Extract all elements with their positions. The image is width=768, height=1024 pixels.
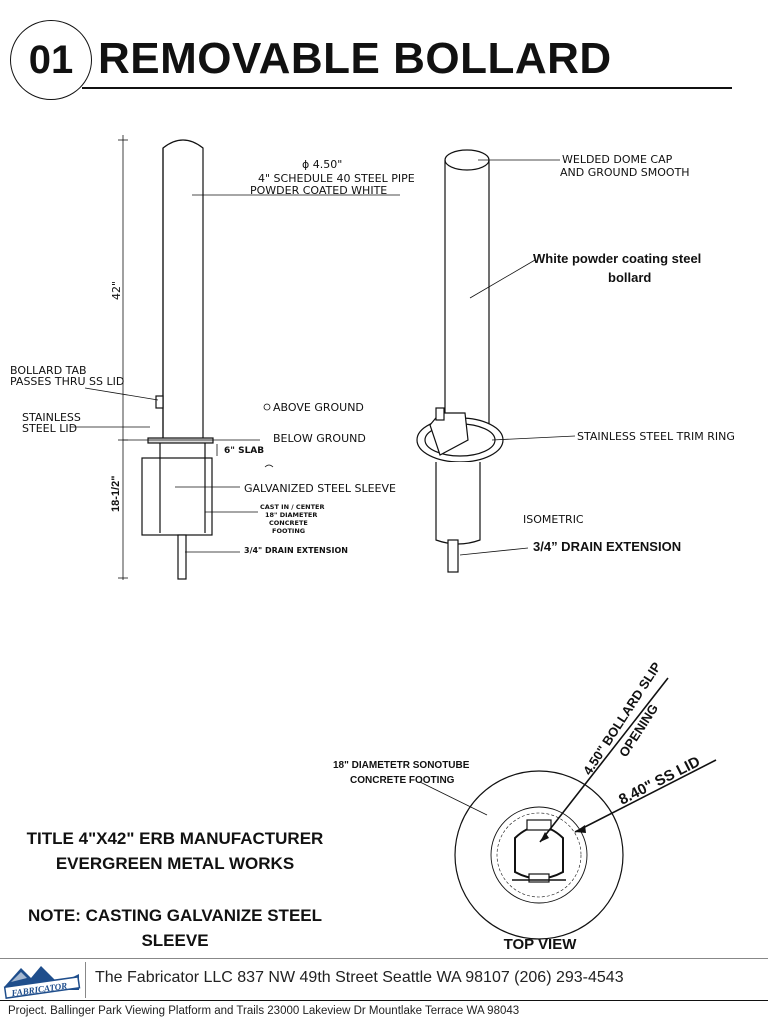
depth-dimension: 18-1/2": [110, 476, 122, 512]
project-info: Project. Ballinger Park Viewing Platform…: [8, 1005, 520, 1017]
title-note-line-2: EVERGREEN METAL WORKS: [55, 854, 295, 873]
cast-label-4: FOOTING: [272, 527, 305, 535]
elevation-drain-label: 3/4" DRAIN EXTENSION: [244, 546, 348, 555]
trim-ring-label: STAINLESS STEEL TRIM RING: [577, 430, 735, 443]
pipe-spec-label: 4" SCHEDULE 40 STEEL PIPE: [258, 172, 415, 185]
cast-label-2: 18" DIAMETER: [265, 511, 317, 519]
coating-label-1: White powder coating steel: [533, 251, 701, 266]
isometric-drain-label: 3/4” DRAIN EXTENSION: [533, 539, 681, 554]
cast-label-1: CAST IN / CENTER: [260, 503, 324, 511]
height-dimension: 42": [110, 281, 123, 300]
dome-cap-label-1: WELDED DOME CAP: [562, 153, 673, 166]
footer-divider-bottom: [0, 1000, 768, 1001]
footer-divider-top: [0, 958, 768, 959]
below-ground-label: BELOW GROUND: [273, 432, 366, 445]
ss-lid-label-1: STAINLESS: [22, 411, 81, 424]
title-note-line-1: TITLE 4"X42" ERB MANUFACTURER: [26, 829, 324, 848]
casting-note-line-2: SLEEVE: [141, 931, 209, 950]
above-ground-label: ABOVE GROUND: [273, 401, 364, 414]
sleeve-label: GALVANIZED STEEL SLEEVE: [244, 482, 396, 495]
page-title: REMOVABLE BOLLARD: [98, 34, 612, 83]
diameter-label: ϕ 4.50": [302, 158, 342, 171]
casting-note-line-1: NOTE: CASTING GALVANIZE STEEL: [27, 906, 323, 925]
slab-label: 6" SLAB: [224, 446, 264, 456]
isometric-view-label: ISOMETRIC: [523, 513, 584, 526]
detail-number: 01: [28, 37, 74, 82]
company-info: The Fabricator LLC 837 NW 49th Street Se…: [95, 969, 624, 986]
ss-lid-label-2: STEEL LID: [22, 422, 77, 435]
fabricator-logo: FABRICATOR: [3, 966, 81, 999]
footer-logo-divider: [85, 962, 86, 998]
bollard-tab-label-1: BOLLARD TAB: [10, 364, 87, 377]
title-note: TITLE 4"X42" ERB MANUFACTURER EVERGREEN …: [0, 826, 350, 876]
coating-label-2: bollard: [608, 270, 651, 285]
bollard-drawing: ϕ 4.50" 4" SCHEDULE 40 STEEL PIPE POWDER…: [10, 135, 735, 940]
finish-label: POWDER COATED WHITE: [250, 184, 387, 197]
detail-number-badge: 01: [10, 20, 92, 100]
casting-note: NOTE: CASTING GALVANIZE STEEL SLEEVE: [0, 903, 350, 953]
top-view-label: TOP VIEW: [503, 936, 577, 953]
title-underline: [82, 87, 732, 89]
bollard-tab-label-2: PASSES THRU SS LID: [10, 375, 124, 388]
cast-label-3: CONCRETE: [269, 519, 308, 527]
ss-lid-size-label: 8.40" SS LID: [616, 753, 703, 809]
dome-cap-label-2: AND GROUND SMOOTH: [560, 166, 690, 179]
sonotube-label-1: 18" DIAMETETR SONOTUBE: [333, 760, 470, 771]
sonotube-label-2: CONCRETE FOOTING: [350, 775, 455, 786]
